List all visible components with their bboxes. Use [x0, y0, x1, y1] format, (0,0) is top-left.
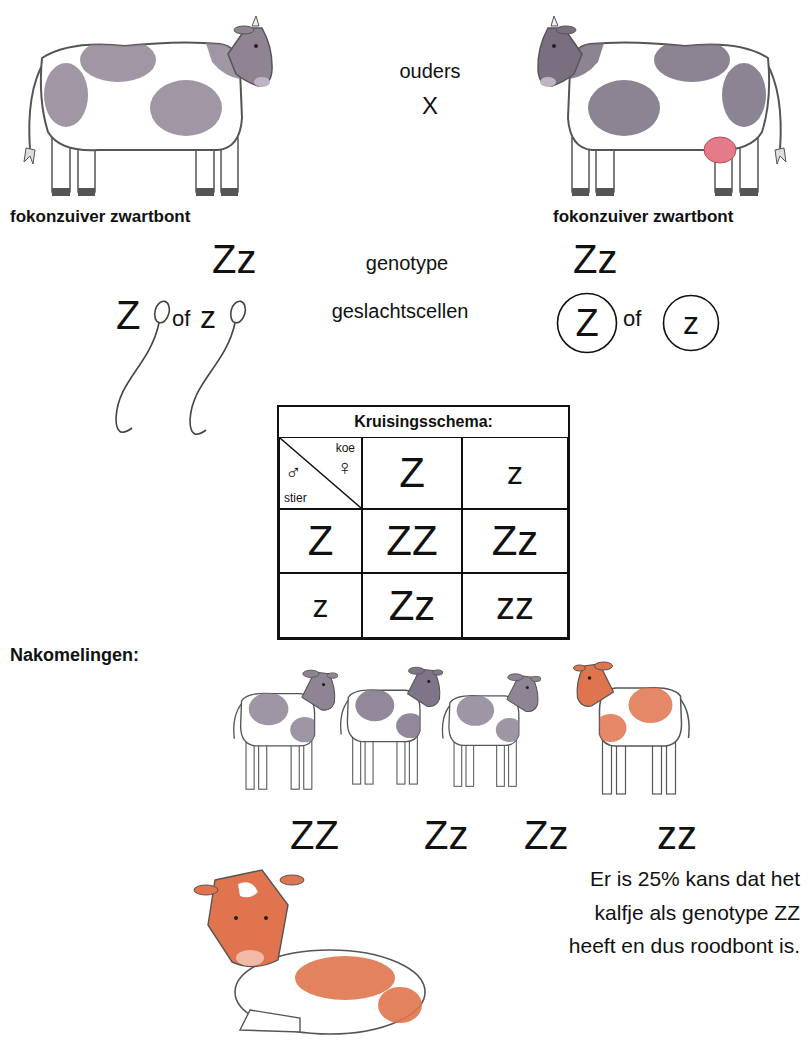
genotype-cell: ZZ [386, 520, 437, 562]
parents-label: ouders [380, 60, 480, 83]
corner-cell: koe ♀ ♂ stier [279, 437, 362, 509]
diagonal-line [280, 438, 361, 508]
allele-header: Z [399, 452, 425, 494]
cow-right [538, 16, 786, 196]
gamete-circle: z [662, 294, 720, 352]
genotype-cell: zz [462, 573, 568, 638]
lying-calf [194, 870, 425, 1034]
genotype-symbol: zz [657, 812, 697, 858]
sex-symbol: ♀ [337, 457, 354, 479]
genotype-cell: Zz [492, 520, 539, 562]
row-label: geslachtscellen [315, 300, 485, 323]
allele-header: z [507, 457, 523, 489]
gamete-circle: Z [556, 292, 618, 354]
sex-symbol: ♂ [285, 462, 302, 484]
row-label: genotype [345, 252, 469, 275]
allele-header: Z [308, 520, 334, 562]
breed-label: fokonzuiver zwartbont [10, 207, 190, 227]
table-title: Kruisingsschema: [279, 414, 568, 430]
allele-header: z [462, 437, 568, 509]
genotype-cell: Zz [389, 585, 436, 627]
allele-symbol: Z [116, 292, 140, 338]
circle-outline [558, 294, 617, 353]
punnett-table: Kruisingsschema:koe♀♂stierZzZZZZzzZzzz [277, 405, 570, 640]
udder [704, 137, 736, 163]
section-label: Nakomelingen: [10, 645, 139, 666]
allele-symbol: z [200, 299, 216, 336]
genotype-symbol: Zz [573, 236, 617, 282]
allele-header: Z [362, 437, 462, 509]
genotype-cell: Zz [462, 509, 568, 573]
genotype-symbol: Zz [212, 236, 256, 282]
genotype-symbol: Zz [424, 812, 468, 858]
corner-label: stier [284, 492, 307, 504]
allele-header: z [279, 573, 362, 638]
allele-symbol: z [683, 307, 699, 339]
genotype-symbol: Zz [524, 812, 568, 858]
allele-header: Z [279, 509, 362, 573]
cross-sign: X [380, 92, 480, 120]
genotype-symbol: ZZ [290, 812, 339, 858]
connector-word: of [623, 306, 641, 331]
note-text: Er is 25% kans dat het kalfje als genoty… [560, 862, 800, 963]
cow-left [24, 16, 272, 196]
allele-header: z [313, 590, 329, 622]
genotype-cell: zz [496, 587, 534, 625]
circle-outline [664, 296, 719, 351]
allele-symbol: Z [575, 304, 598, 342]
calves [234, 662, 689, 794]
genotype-cell: Zz [362, 573, 462, 638]
breed-label: fokonzuiver zwartbont [553, 207, 733, 227]
corner-label: koe [336, 442, 355, 454]
genotype-cell: ZZ [362, 509, 462, 573]
connector-word: of [172, 306, 190, 331]
